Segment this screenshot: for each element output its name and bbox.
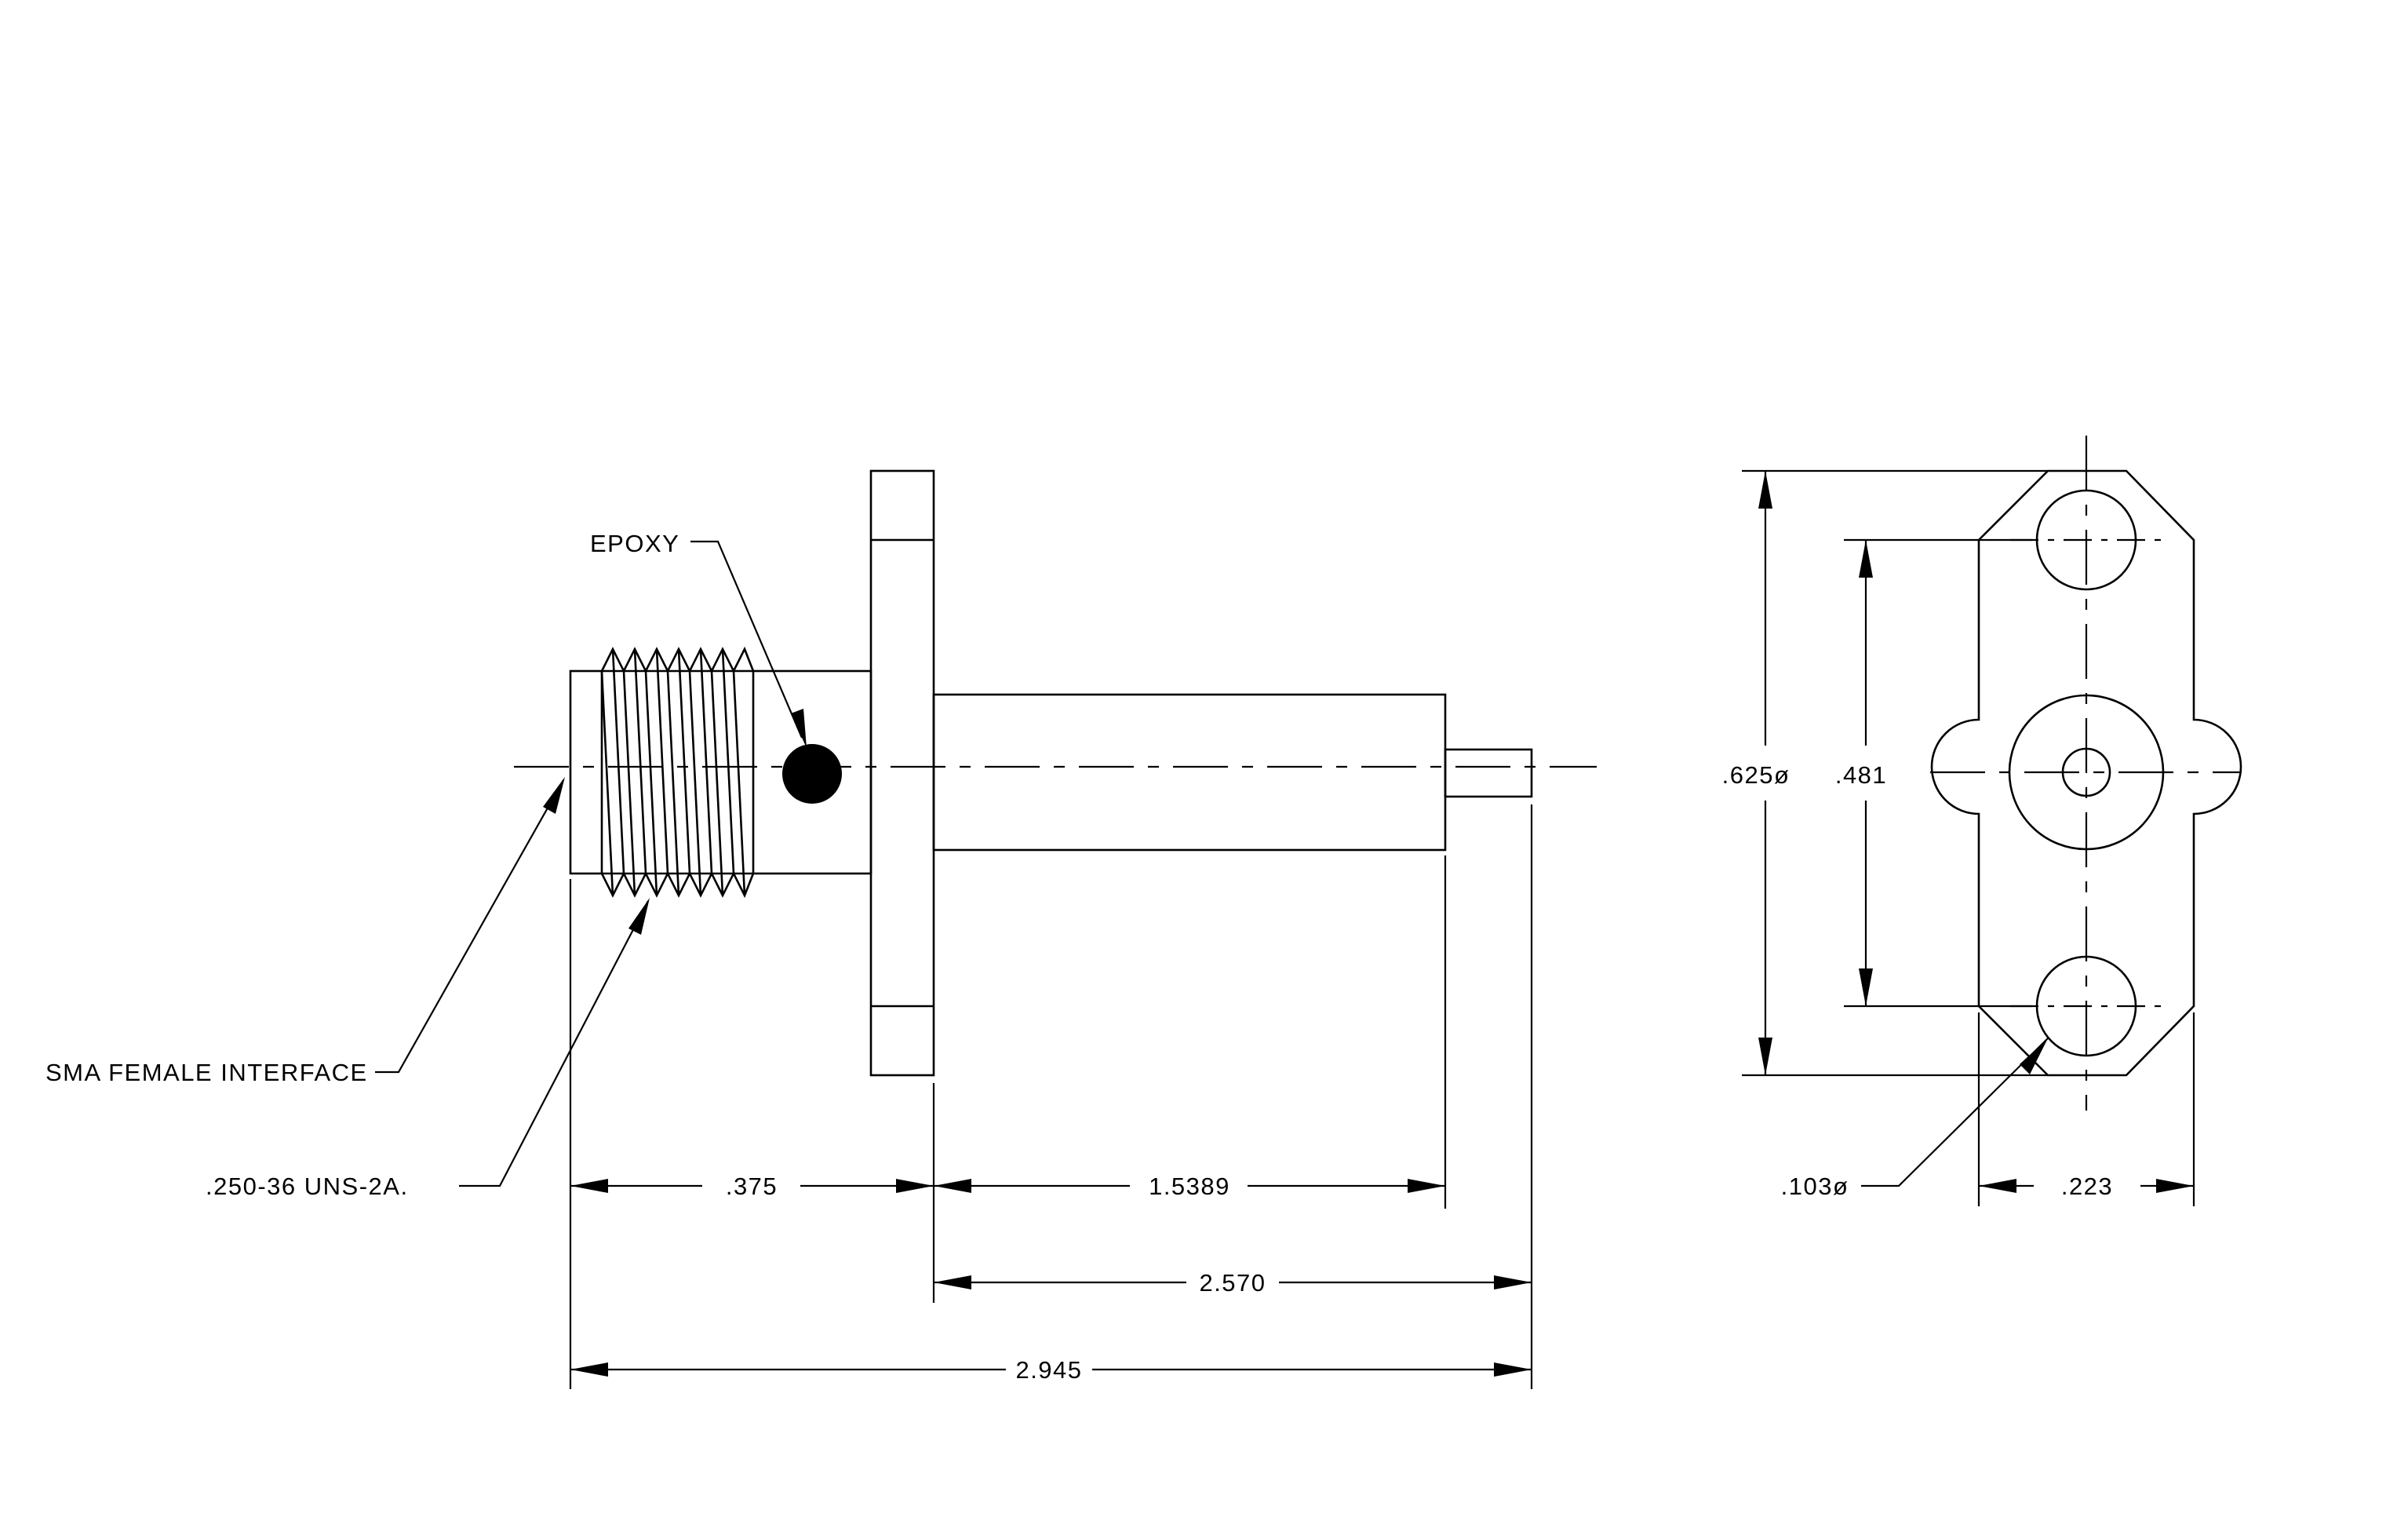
mounting-hole-top — [2035, 489, 2137, 591]
dim-375: .375 — [726, 1173, 778, 1200]
dim-625: .625ø — [1722, 761, 1791, 789]
flange-side — [869, 469, 935, 1077]
dim-223: .223 — [2061, 1173, 2113, 1200]
thread-spec-label: .250-36 UNS-2A. — [206, 1173, 409, 1200]
side-view — [514, 469, 1597, 1077]
thread-crests-top — [600, 646, 755, 673]
dim-2570: 2.570 — [1199, 1269, 1266, 1297]
epoxy-label: EPOXY — [590, 530, 679, 557]
center-contact — [2061, 747, 2111, 797]
flange-outline — [1930, 469, 2242, 1077]
thread-section — [600, 646, 755, 899]
center-pin — [1444, 748, 1533, 798]
dim-481: .481 — [1835, 761, 1887, 789]
dim-103: .103ø — [1781, 1173, 1849, 1200]
interface-ring — [569, 669, 603, 875]
side-dimensions: .375 1.5389 2.570 2.945 — [569, 804, 1533, 1389]
dim-2945: 2.945 — [1015, 1356, 1082, 1384]
dielectric-body — [932, 693, 1447, 852]
sma-interface-label: SMA FEMALE INTERFACE — [46, 1059, 368, 1086]
epoxy-dot — [782, 744, 842, 804]
end-view — [1930, 436, 2242, 1111]
dim-15389: 1.5389 — [1149, 1173, 1230, 1200]
end-dimensions: .625ø .481 .223 .103ø — [1722, 469, 2195, 1206]
callouts: EPOXY SMA FEMALE INTERFACE .250-36 UNS-2… — [46, 530, 807, 1200]
mounting-hole-bottom — [2035, 955, 2137, 1057]
thread-helix-lines — [600, 648, 746, 896]
center-insulator — [2008, 694, 2165, 851]
